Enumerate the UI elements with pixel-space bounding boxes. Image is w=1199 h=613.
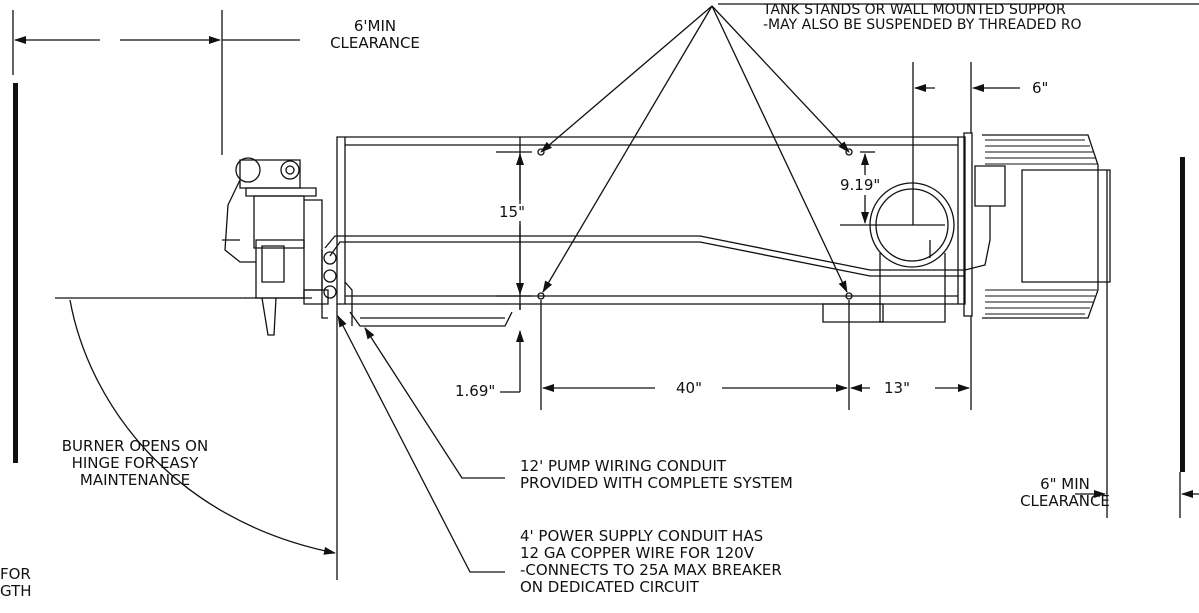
stand-bolt-2 bbox=[846, 149, 852, 155]
pump-wiring-line-2: PROVIDED WITH COMPLETE SYSTEM bbox=[520, 474, 793, 492]
dim-stand-vertical: 15" bbox=[497, 203, 527, 221]
dim-stand-to-end: 13" bbox=[882, 379, 912, 397]
burner-hinge-line-2: HINGE FOR EASY bbox=[71, 454, 199, 472]
pump-leader bbox=[365, 327, 505, 478]
hinge-swing-arc bbox=[70, 300, 336, 555]
min-clearance-right-line-1: 6" MIN bbox=[1040, 475, 1090, 493]
min-clearance-left-line-2: CLEARANCE bbox=[330, 34, 420, 52]
stand-bolt-3 bbox=[538, 293, 544, 299]
min-clearance-left-line-1: 6'MIN bbox=[353, 17, 397, 35]
power-supply-line-1: 4' POWER SUPPLY CONDUIT HAS bbox=[520, 527, 764, 545]
dim-stand-horizontal: 40" bbox=[674, 379, 704, 397]
power-supply-line-4: ON DEDICATED CIRCUIT bbox=[520, 578, 699, 596]
dim-flue-height: 9.19" bbox=[838, 176, 883, 194]
burner-assembly bbox=[222, 158, 328, 335]
left-wall-bar bbox=[13, 83, 18, 463]
power-supply-label: 4' POWER SUPPLY CONDUIT HAS 12 GA COPPER… bbox=[520, 528, 782, 596]
dim-bottom-offset: 1.69" bbox=[453, 382, 498, 400]
min-clearance-left-label: 6'MIN CLEARANCE bbox=[305, 18, 445, 52]
stand-leader-2 bbox=[712, 6, 850, 153]
flue-body bbox=[880, 253, 945, 322]
stand-bolt-4 bbox=[846, 293, 852, 299]
burner-hinge-line-3: MAINTENANCE bbox=[79, 471, 191, 489]
power-leader bbox=[338, 315, 505, 572]
pump-wiring-label: 12' PUMP WIRING CONDUIT PROVIDED WITH CO… bbox=[520, 458, 793, 492]
stand-leader-1 bbox=[540, 6, 712, 153]
tank-stands-line-1: TANK STANDS OR WALL MOUNTED SUPPOR bbox=[763, 2, 1066, 18]
tank-body bbox=[337, 137, 965, 304]
burner-hinge-label: BURNER OPENS ON HINGE FOR EASY MAINTENAN… bbox=[40, 438, 230, 489]
right-wall-bar bbox=[1180, 157, 1185, 472]
burner-hinge-line-1: BURNER OPENS ON bbox=[61, 437, 209, 455]
tank-stands-note: TANK STANDS OR WALL MOUNTED SUPPOR -MAY … bbox=[763, 3, 1082, 33]
pump-wiring-line-1: 12' PUMP WIRING CONDUIT bbox=[520, 457, 727, 475]
min-clearance-right-label: 6" MIN CLEARANCE bbox=[1020, 476, 1110, 510]
fuel-pipe bbox=[325, 236, 965, 270]
dim-flue-offset: 6" bbox=[1030, 79, 1051, 97]
power-supply-line-2: 12 GA COPPER WIRE FOR 120V bbox=[520, 544, 754, 562]
pump-fittings bbox=[322, 250, 352, 326]
fan-housing bbox=[1022, 170, 1110, 282]
power-supply-line-3: -CONNECTS TO 25A MAX BREAKER bbox=[520, 561, 782, 579]
stand-leader-3 bbox=[543, 6, 712, 293]
tank-stands-line-2: -MAY ALSO BE SUSPENDED BY THREADED RO bbox=[763, 17, 1082, 33]
junction-box bbox=[975, 166, 1005, 206]
stand-leader-4 bbox=[712, 6, 847, 293]
bottom-tray bbox=[350, 312, 512, 326]
min-clearance-right-line-2: CLEARANCE bbox=[1020, 492, 1110, 510]
cut-off-line-2: GTH bbox=[0, 582, 32, 600]
fan-guard-ribs bbox=[985, 140, 1097, 314]
stand-bolt-1 bbox=[538, 149, 544, 155]
cut-off-line-1: FOR bbox=[0, 565, 31, 583]
fan-guard bbox=[982, 135, 1098, 318]
tank-end-cap bbox=[964, 133, 972, 316]
cut-off-label: FOR GTH bbox=[0, 566, 32, 600]
